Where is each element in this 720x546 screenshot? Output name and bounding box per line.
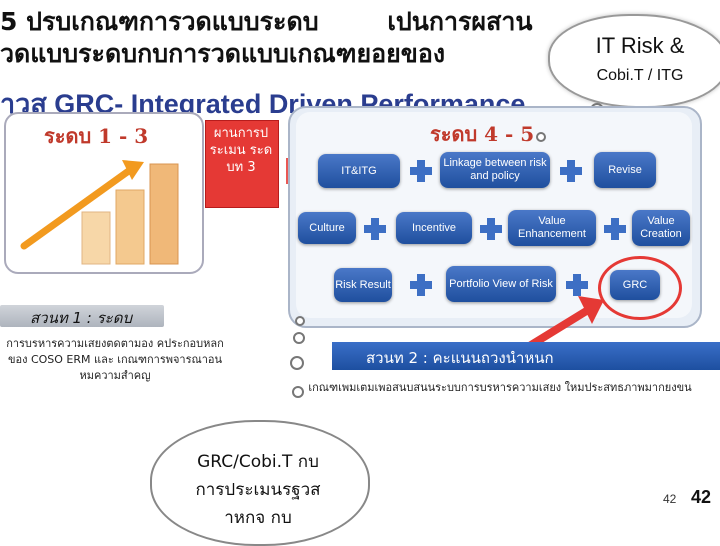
callout-line-2: Cobi.T / ITG [596, 67, 684, 84]
node-incentive: Incentive [396, 212, 472, 244]
connector-bubble [295, 316, 305, 326]
node-risk-result: Risk Result [334, 268, 392, 302]
plus-icon [410, 274, 432, 296]
grc-highlight-ring [598, 256, 682, 320]
transition-box-text: ผานการป ระเมน ระดบท 3 [209, 126, 273, 175]
connector-bubble [293, 332, 305, 344]
plus-icon [364, 218, 386, 240]
plus-icon [410, 160, 432, 182]
node-revise: Revise [594, 152, 656, 188]
part2-label: สวนท 2 : คะแนนถวงนำหนก [366, 349, 554, 367]
bottom-line-1: GRC/Cobi.T กบ [197, 452, 319, 472]
connector-bubble [292, 386, 304, 398]
left-panel-heading: ระดบ 1 - 3 [44, 124, 149, 148]
plus-icon [480, 218, 502, 240]
growth-bar-3 [149, 163, 179, 265]
plus-icon [604, 218, 626, 240]
growth-bar-1 [81, 211, 111, 265]
bottom-callout-text: GRC/Cobi.T กบ การประเมนรฐวส าหกจ กบ [160, 448, 356, 532]
part2-bar [332, 342, 720, 370]
node-value-creation: Value Creation [632, 210, 690, 246]
bottom-line-2: การประเมนรฐวส [195, 480, 321, 500]
slide-title-line-1: 5 ปรบเกณฑการวดแบบระดบ เปนการผสาน [0, 2, 532, 42]
plus-icon [560, 160, 582, 182]
title-part-a: 5 ปรบเกณฑการวดแบบระดบ [0, 7, 319, 36]
growth-arrow-head [122, 160, 144, 180]
callout-cloud [548, 14, 720, 108]
node-it-itg: IT&ITG [318, 154, 400, 188]
connector-bubble [290, 356, 304, 370]
growth-bar-2 [115, 189, 145, 265]
node-linkage: Linkage between risk and policy [440, 152, 550, 188]
page-number: 42 [691, 487, 712, 507]
part1-bar [0, 305, 164, 327]
node-culture: Culture [298, 212, 356, 244]
node-value-enhancement: Value Enhancement [508, 210, 596, 246]
part1-label: สวนท 1 : ระดบ [30, 309, 132, 327]
plus-icon [566, 274, 588, 296]
bottom-line-3: าหกจ กบ [224, 508, 292, 528]
node-portfolio: Portfolio View of Risk [446, 266, 556, 302]
callout-line-1: IT Risk & [595, 33, 685, 58]
slide-title-line-2: วดแบบระดบกบการวดแบบเกณฑยอยของ [0, 39, 446, 68]
part1-description: การบรหารความเสยงตดตามอง คประกอบหลกของ CO… [6, 337, 224, 382]
part2-description: เกณฑเพมเตมเพอสนบสนนระบบการบรหารความเสยง … [308, 381, 692, 394]
heading-bubble [536, 132, 546, 142]
page-number-small: 42 [663, 492, 677, 506]
transition-box [205, 120, 279, 208]
growth-arrow-shaft [20, 166, 134, 250]
bottom-callout [150, 420, 370, 546]
right-panel-heading: ระดบ 4 - 5 [430, 122, 535, 146]
growth-bars-graphic [20, 160, 179, 265]
title-part-b: เปนการผสาน [387, 7, 533, 36]
